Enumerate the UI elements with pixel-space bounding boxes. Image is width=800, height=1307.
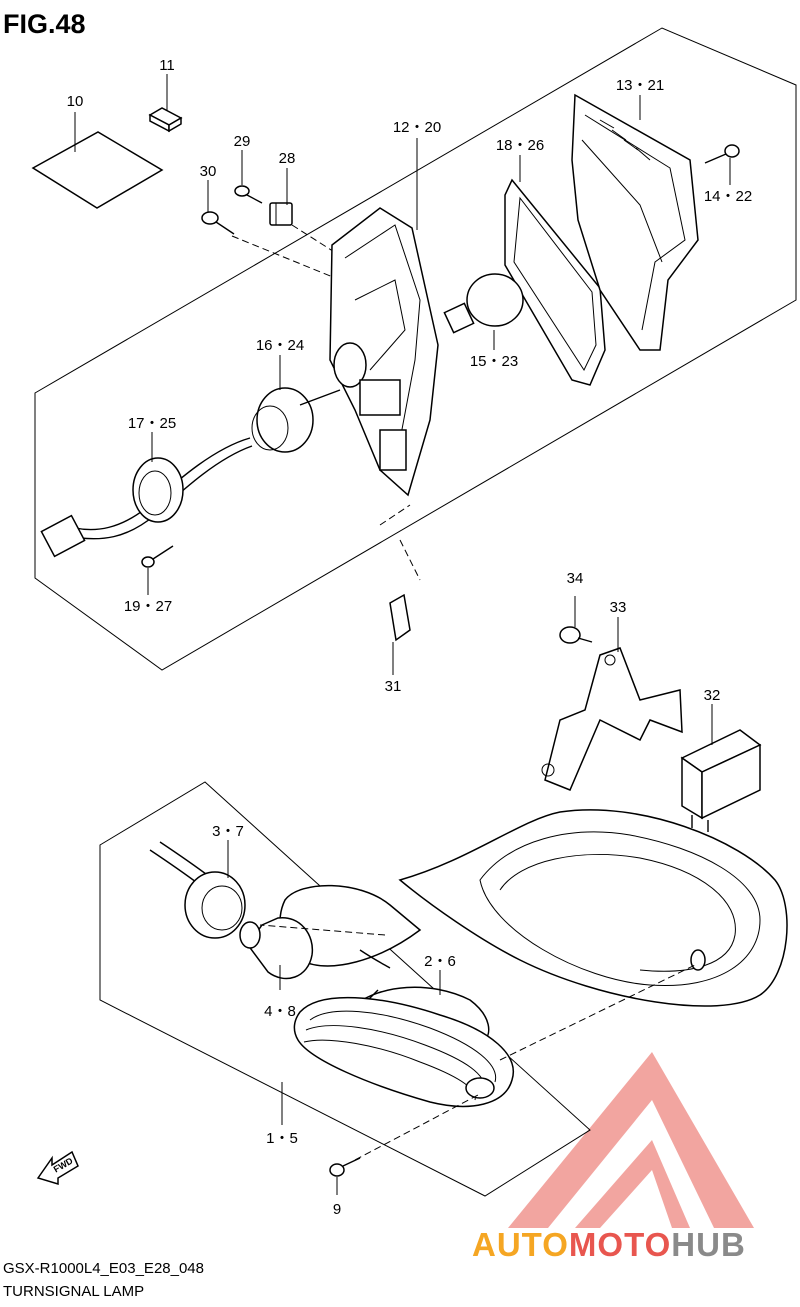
gasket-part-18: [504, 178, 606, 386]
callout-28: 28: [279, 150, 296, 167]
callout-29: 29: [234, 133, 251, 150]
screw-part-19: [141, 545, 174, 568]
relay-part-32: [680, 729, 762, 832]
callout-9: 9: [333, 1201, 341, 1218]
callout-17-25: 17・25: [128, 415, 176, 432]
callout-1-5: 1・5: [266, 1130, 298, 1147]
pad-part-10: [31, 131, 164, 209]
callout-12-20: 12・20: [393, 119, 441, 136]
callout-32: 32: [704, 687, 721, 704]
socket-part-16: [251, 387, 341, 453]
housing-part-12: [329, 207, 439, 497]
socket-part-3: [149, 841, 246, 939]
callout-4-8: 4・8: [264, 1003, 296, 1020]
callout-34: 34: [567, 570, 584, 587]
callout-33: 33: [610, 599, 627, 616]
callout-14-22: 14・22: [704, 188, 752, 205]
bracket-part-33: [541, 647, 683, 791]
screw-part-29: [234, 185, 263, 204]
lower-assembly-frame: [99, 781, 591, 1197]
clip-part-28: [269, 202, 293, 226]
callout-18-26: 18・26: [496, 137, 544, 154]
block-part-11: [148, 107, 183, 133]
figure-title: FIG.48: [3, 9, 86, 39]
watermark-logo: [508, 1052, 754, 1228]
section-name: TURNSIGNAL LAMP: [3, 1283, 144, 1300]
bulb-part-15: [443, 273, 524, 334]
bolt-part-34: [559, 626, 593, 644]
lamp-part-1: [293, 996, 515, 1108]
callout-13-21: 13・21: [616, 77, 664, 94]
callout-10: 10: [67, 93, 84, 110]
callout-19-27: 19・27: [124, 598, 172, 615]
mirror-housing: [279, 809, 788, 1007]
callout-31: 31: [385, 678, 402, 695]
callout-11: 11: [159, 57, 175, 74]
lens-part-13: [571, 93, 699, 351]
harness-part-17: [40, 437, 253, 558]
screw-part-9: [329, 1157, 361, 1177]
upper-assembly-frame: [34, 27, 797, 671]
callout-30: 30: [200, 163, 217, 180]
screw-part-14: [704, 144, 740, 164]
callout-15-23: 15・23: [470, 353, 518, 370]
screw-part-30: [201, 211, 235, 235]
model-code: GSX-R1000L4_E03_E28_048: [3, 1260, 204, 1277]
bulb-part-4: [239, 917, 314, 980]
callout-16-24: 16・24: [256, 337, 304, 354]
callout-3-7: 3・7: [212, 823, 244, 840]
fwd-arrow-icon: FWD: [36, 1150, 79, 1186]
watermark-text: AUTOMOTOHUB: [472, 1226, 746, 1263]
callout-2-6: 2・6: [424, 953, 456, 970]
clip-part-31: [389, 593, 411, 642]
